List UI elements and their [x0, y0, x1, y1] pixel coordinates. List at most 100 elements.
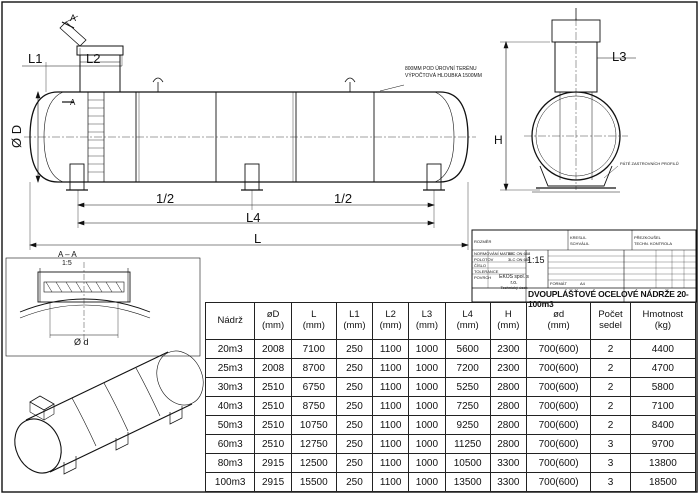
table-cell: 2: [590, 415, 631, 435]
isometric-view: [14, 350, 204, 475]
col-l3-unit: (mm): [415, 320, 438, 331]
table-cell: 12500: [290, 453, 337, 473]
table-cell: 3300: [489, 472, 528, 492]
table-cell: 250: [335, 377, 374, 397]
section-scale: 1:5: [62, 260, 72, 267]
col-d: ød(mm): [526, 302, 592, 340]
table-cell: 2: [590, 339, 631, 359]
col-l2-label: L2: [385, 309, 396, 321]
tb-row-left-4: TOLERANCE: [474, 269, 499, 274]
table-cell: 1100: [372, 396, 410, 416]
dim-L1: L1: [28, 51, 43, 66]
table-cell: 10750: [290, 415, 337, 435]
col-od: øD(mm): [254, 302, 292, 340]
tb-company-line1: EKOS spol. s r.o.: [499, 274, 529, 286]
col-saddles-label: Počet: [598, 309, 623, 321]
table-cell: 5600: [444, 339, 491, 359]
table-cell: 100m3: [204, 472, 256, 492]
dim-half-right: 1/2: [334, 191, 353, 206]
table-cell: 4400: [629, 339, 697, 359]
table-cell: 15500: [290, 472, 337, 492]
table-cell: 700(600): [526, 339, 592, 359]
table-cell: 3300: [489, 453, 528, 473]
table-cell: 80m3: [204, 453, 256, 473]
col-od-label: øD: [266, 309, 280, 321]
tb-row-right-1: SCHVÁLIL: [570, 241, 590, 246]
col-l2-unit: (mm): [379, 320, 402, 331]
table-cell: 1100: [372, 453, 410, 473]
table-cell: 3: [590, 453, 631, 473]
table-cell: 2800: [489, 396, 528, 416]
table-cell: 8400: [629, 415, 697, 435]
table-cell: 1000: [408, 377, 446, 397]
table-cell: 1000: [408, 358, 446, 378]
col-tank: Nádrž: [204, 302, 256, 340]
col-weight: Hmotnost(kg): [629, 302, 697, 340]
table-cell: 1000: [408, 415, 446, 435]
table-cell: 700(600): [526, 358, 592, 378]
spec-table: Nádrž øD(mm) L(mm) L1(mm) L2(mm) L3(mm) …: [204, 302, 697, 492]
col-saddles-unit: sedel: [599, 320, 622, 331]
title-block-grid: [471, 229, 697, 303]
tb-row-left-3: ČÍSLO: [474, 263, 487, 268]
end-view: [524, 8, 628, 193]
table-cell: 7100: [290, 339, 337, 359]
table-cell: 40m3: [204, 396, 256, 416]
manhole-lid: [76, 45, 124, 56]
table-cell: 1000: [408, 339, 446, 359]
tb-row-left-2: POLOTOV: [474, 257, 494, 262]
col-l-label: L: [311, 309, 317, 321]
col-h-unit: (mm): [497, 320, 520, 331]
table-cell: 250: [335, 339, 374, 359]
table-cell: 6750: [290, 377, 337, 397]
table-cell: 1100: [372, 472, 410, 492]
table-cell: 1000: [408, 472, 446, 492]
table-cell: 30m3: [204, 377, 256, 397]
col-tank-label: Nádrž: [217, 314, 243, 326]
table-cell: 2300: [489, 339, 528, 359]
table-cell: 7100: [629, 396, 697, 416]
tb-company-line2: Technický úsek: [500, 285, 528, 290]
table-cell: 1000: [408, 453, 446, 473]
table-cell: 2800: [489, 434, 528, 454]
col-d-label: ød: [553, 309, 565, 321]
table-cell: 250: [335, 396, 374, 416]
dim-L: L: [254, 231, 262, 246]
col-od-unit: (mm): [261, 320, 285, 331]
table-cell: 250: [335, 472, 374, 492]
table-cell: 700(600): [526, 453, 592, 473]
tb-material-a: 3LC ON 668: [508, 251, 531, 256]
tb-row-right-3: TECHN. KONTROLA: [634, 241, 673, 246]
col-l: L(mm): [290, 302, 337, 340]
table-cell: 700(600): [526, 415, 592, 435]
table-cell: 8750: [290, 396, 337, 416]
table-cell: 9700: [629, 434, 697, 454]
table-cell: 2510: [254, 396, 292, 416]
col-l-unit: (mm): [302, 320, 325, 331]
section-mark-side: A: [70, 98, 76, 107]
table-cell: 7250: [444, 396, 491, 416]
side-view-dimensions: [22, 48, 469, 250]
section-a-a: [5, 257, 201, 357]
table-cell: 2800: [489, 377, 528, 397]
table-cell: 700(600): [526, 377, 592, 397]
table-cell: 13500: [444, 472, 491, 492]
table-cell: 700(600): [526, 396, 592, 416]
dim-L4: L4: [246, 210, 261, 225]
tb-row-right-2: PŘEZKOUŠEL: [634, 235, 661, 240]
col-l3: L3(mm): [408, 302, 446, 340]
note-ground-cover-1: 800MM POD ÚROVNÍ TERÉNU: [405, 66, 477, 72]
tb-row-right-4: FORMÁT: [550, 281, 567, 286]
col-l1: L1(mm): [335, 302, 374, 340]
note-support: PÁTÉ ZASTROVNÍCH PROFILŮ: [620, 161, 679, 166]
table-cell: 2008: [254, 358, 292, 378]
table-cell: 7200: [444, 358, 491, 378]
